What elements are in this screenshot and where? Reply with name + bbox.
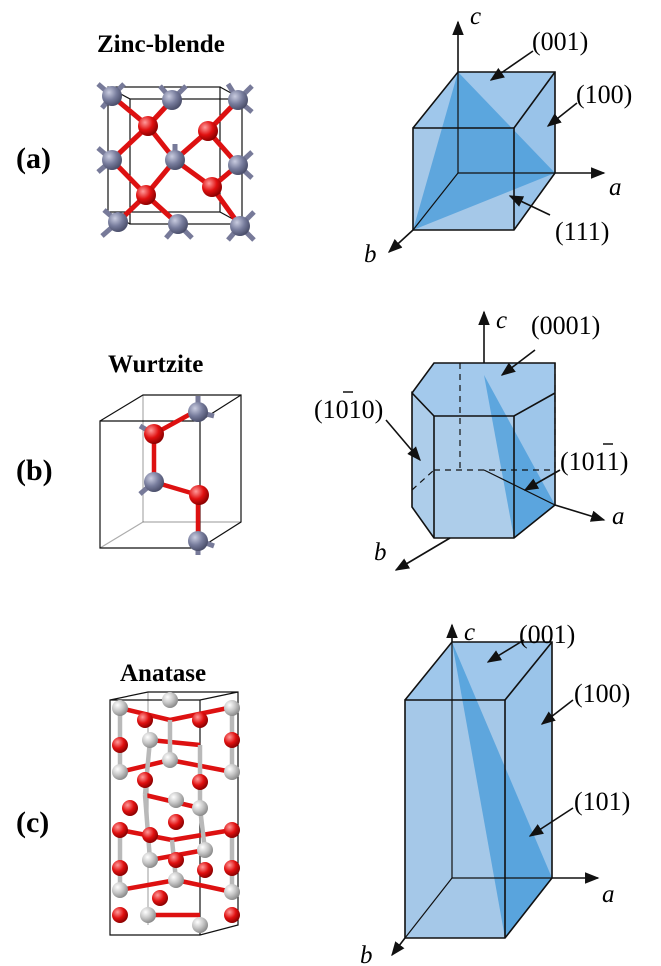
- plane-111: [413, 72, 555, 230]
- axis-a-label-b: a: [612, 503, 625, 530]
- panel-b-label: (b): [16, 454, 53, 487]
- panel-b-title: Wurtzite: [108, 351, 203, 378]
- plane-label-1010: (1010): [314, 395, 383, 424]
- panel-c: (c) Anatase: [16, 619, 630, 966]
- plane-label-100-c: (100): [574, 679, 630, 708]
- panel-b: (b) Wurtzite: [16, 307, 628, 571]
- axis-c-label-b: c: [496, 307, 507, 334]
- hexagonal-crystal-diagram: c a b (0001) (1010) (1011): [314, 307, 628, 571]
- axis-b-label-c: b: [360, 942, 373, 966]
- axis-c-label: c: [470, 3, 481, 30]
- axis-b-arrow: [387, 229, 414, 253]
- wurtzite-structure: [99, 394, 242, 555]
- plane-label-001-c: (001): [519, 620, 575, 649]
- axis-c-label-c: c: [464, 619, 475, 646]
- axis-b-label-b: b: [374, 539, 387, 566]
- tetragonal-crystal-diagram: c a b (001) (100) (101): [360, 619, 630, 966]
- plane-label-1011: (1011): [560, 447, 628, 476]
- panel-c-title: Anatase: [120, 660, 206, 687]
- axis-a-label: a: [609, 174, 622, 201]
- panel-a-title: Zinc-blende: [97, 31, 225, 58]
- panel-c-label: (c): [16, 806, 49, 839]
- axis-b-label: b: [364, 241, 377, 268]
- plane-label-101: (101): [574, 787, 630, 816]
- cubic-crystal-diagram: c a b (001) (100) (111): [364, 3, 632, 268]
- panel-a: (a) Zinc-blende: [16, 3, 632, 268]
- axis-a-label-c: a: [602, 881, 615, 908]
- anatase-structure: [109, 691, 240, 936]
- plane-label-100-a: (100): [576, 80, 632, 109]
- plane-label-0001: (0001): [531, 311, 600, 340]
- panel-a-label: (a): [16, 142, 51, 175]
- plane-label-001-a: (001): [532, 27, 588, 56]
- plane-101: [452, 642, 552, 938]
- plane-label-111: (111): [555, 217, 609, 246]
- zinc-blende-structure: [96, 82, 256, 242]
